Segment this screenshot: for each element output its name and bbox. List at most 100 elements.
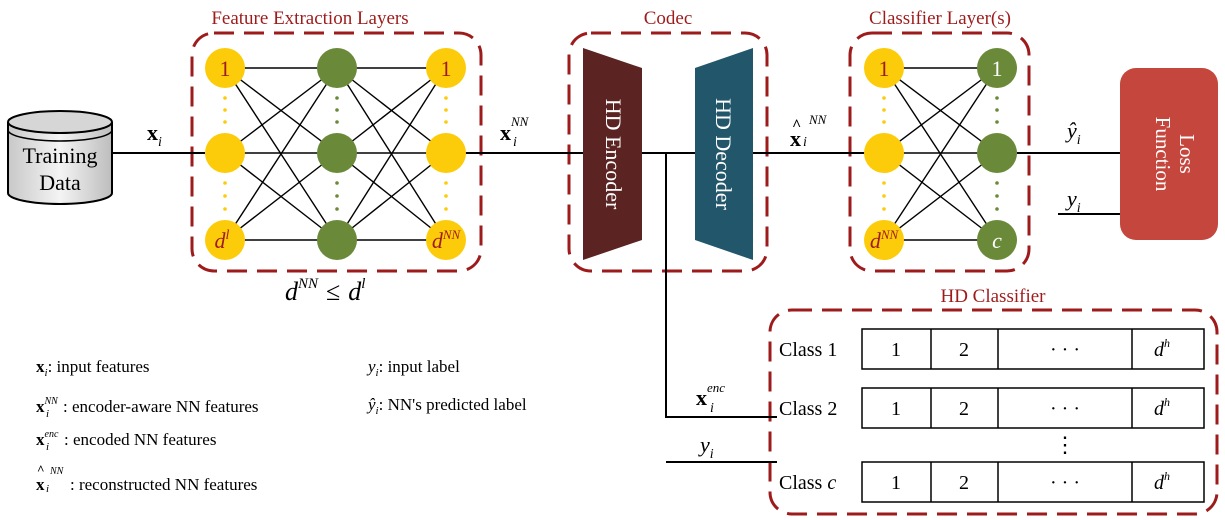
signal-x-hat-nn-base: x (790, 126, 801, 151)
loss-function-label-1: Loss (1175, 134, 1199, 174)
signal-x-nn-base: x (500, 120, 511, 145)
legend-x-enc-sub: i (46, 441, 49, 453)
cl-node-input-1 (864, 48, 904, 88)
legend-x-enc-sym: x (36, 430, 45, 449)
legend-yhat-sym: ŷ (366, 395, 376, 414)
training-data-cylinder: Training Data (7, 110, 113, 205)
fe-node-label-dnn-base: d (432, 228, 444, 253)
flow-lines (112, 152, 1120, 463)
signal-y-hat-sub: i (1077, 133, 1081, 148)
hd-row-label-c: Class c (779, 472, 836, 494)
legend-x-enc-sup: enc (45, 429, 59, 440)
cl-node-input-d (864, 220, 904, 260)
hd-cell-c-2: 2 (959, 472, 969, 494)
hd-cell-1-dh-base: d (1154, 339, 1165, 361)
hd-classifier-box (768, 308, 1219, 516)
fe-node-hidden-1 (317, 48, 357, 88)
hd-cell-2-dh-sup: h (1164, 395, 1170, 409)
signal-x-hat-nn-sub: i (803, 135, 807, 150)
loss-function-block (1120, 68, 1218, 240)
legend-x-nn-sym: x (36, 397, 45, 416)
signal-y-loss-sub: i (1077, 201, 1081, 216)
hd-cell-2-1: 1 (891, 398, 901, 420)
dimension-constraint: dNN≤dl (285, 276, 365, 306)
hd-cell-c-dots: · · · (1050, 472, 1080, 494)
legend-x-enc-text: : encoded NN features (64, 430, 216, 449)
hd-row-class-2 (861, 387, 1205, 429)
fe-node-output-1 (426, 48, 466, 88)
hd-row-class-1 (861, 328, 1205, 370)
hd-classifier-table (861, 328, 1205, 503)
dimension-constraint-le: ≤ (326, 277, 340, 306)
legend-x-hat-sym: x (36, 475, 45, 494)
fe-node-output-2 (426, 133, 466, 173)
signal-x-hat-nn-sup: NN (808, 112, 828, 127)
node-ellipsis-dots (223, 96, 999, 211)
legend-x-nn-text: : encoder-aware NN features (63, 397, 259, 416)
legend-x-hat-sub: i (46, 483, 49, 495)
hd-cell-c-dh-sup: h (1164, 469, 1170, 483)
fe-node-output-d (426, 220, 466, 260)
fe-node-hidden-3 (317, 220, 357, 260)
signal-y-hat: ŷi (1065, 118, 1081, 148)
dimension-constraint-d1: d (285, 277, 299, 306)
fe-node-label-dl-sup: l (226, 228, 230, 243)
hd-cell-c-dh: dh (1154, 469, 1170, 494)
hd-encoder-label: HD Encoder (601, 99, 626, 210)
legend-x-i-sym: x (36, 357, 45, 376)
hd-rows-vdots: ⋮ (1054, 432, 1076, 457)
legend-y-sub: i (376, 367, 379, 379)
fe-node-label-dnn: dNN (432, 227, 462, 253)
signal-y-loss-base: y (1065, 186, 1077, 211)
hd-cell-1-dh-sup: h (1164, 336, 1170, 350)
hd-cell-2-dots: · · · (1050, 398, 1080, 420)
hd-cell-2-dh: dh (1154, 395, 1170, 420)
signal-x-enc-sub: i (710, 401, 714, 416)
hd-cell-1-1: 1 (891, 339, 901, 361)
classifier-nodes (864, 48, 1017, 260)
cl-node-input-2 (864, 133, 904, 173)
signal-x-nn-sub: i (513, 135, 517, 150)
fe-node-label-dl-base: d (215, 228, 227, 253)
dimension-constraint-l: l (361, 276, 365, 292)
codec-title: Codec (644, 8, 693, 29)
cl-node-label-dnn: dNN (870, 227, 900, 253)
signal-x-nn: xNN i (500, 114, 530, 150)
hd-decoder-block (695, 48, 753, 260)
hd-row-label-c-var: c (827, 472, 836, 494)
signal-x-hat-caret: ^ (792, 117, 801, 134)
hd-row-label-c-prefix: Class (779, 472, 827, 494)
feature-nodes (205, 48, 466, 260)
signal-x-i-sub: i (158, 135, 162, 150)
signal-x-i: xi (147, 120, 162, 150)
legend-x-hat-caret: ^ (37, 462, 45, 477)
legend-x-hat-sup: NN (49, 466, 65, 477)
legend-x-nn-sup: NN (44, 396, 60, 407)
signal-x-nn-sup: NN (510, 114, 530, 129)
cl-node-out-2 (977, 133, 1017, 173)
fe-node-input-d (205, 220, 245, 260)
cl-node-label-out-c: c (992, 228, 1002, 253)
signal-y-hd: yi (698, 432, 714, 462)
legend-y-sym: y (366, 357, 376, 376)
hd-cell-c-dh-base: d (1154, 472, 1165, 494)
dimension-constraint-d2: d (348, 277, 362, 306)
cl-node-label-in-1: 1 (879, 56, 890, 81)
legend-x-nn-sub: i (46, 408, 49, 420)
cl-node-label-dnn-base: d (870, 228, 882, 253)
hd-row-class-c (861, 461, 1205, 503)
fe-node-input-1 (205, 48, 245, 88)
legend-yhat-text: : NN's predicted label (379, 395, 527, 414)
cl-node-label-dnn-sup: NN (880, 227, 900, 242)
signal-y-hd-base: y (698, 432, 710, 457)
legend-x-hat-text: : reconstructed NN features (70, 475, 257, 494)
fe-node-label-out-1: 1 (441, 56, 452, 81)
signal-y-loss: yi (1065, 186, 1081, 216)
training-data-label-2: Data (39, 170, 81, 195)
